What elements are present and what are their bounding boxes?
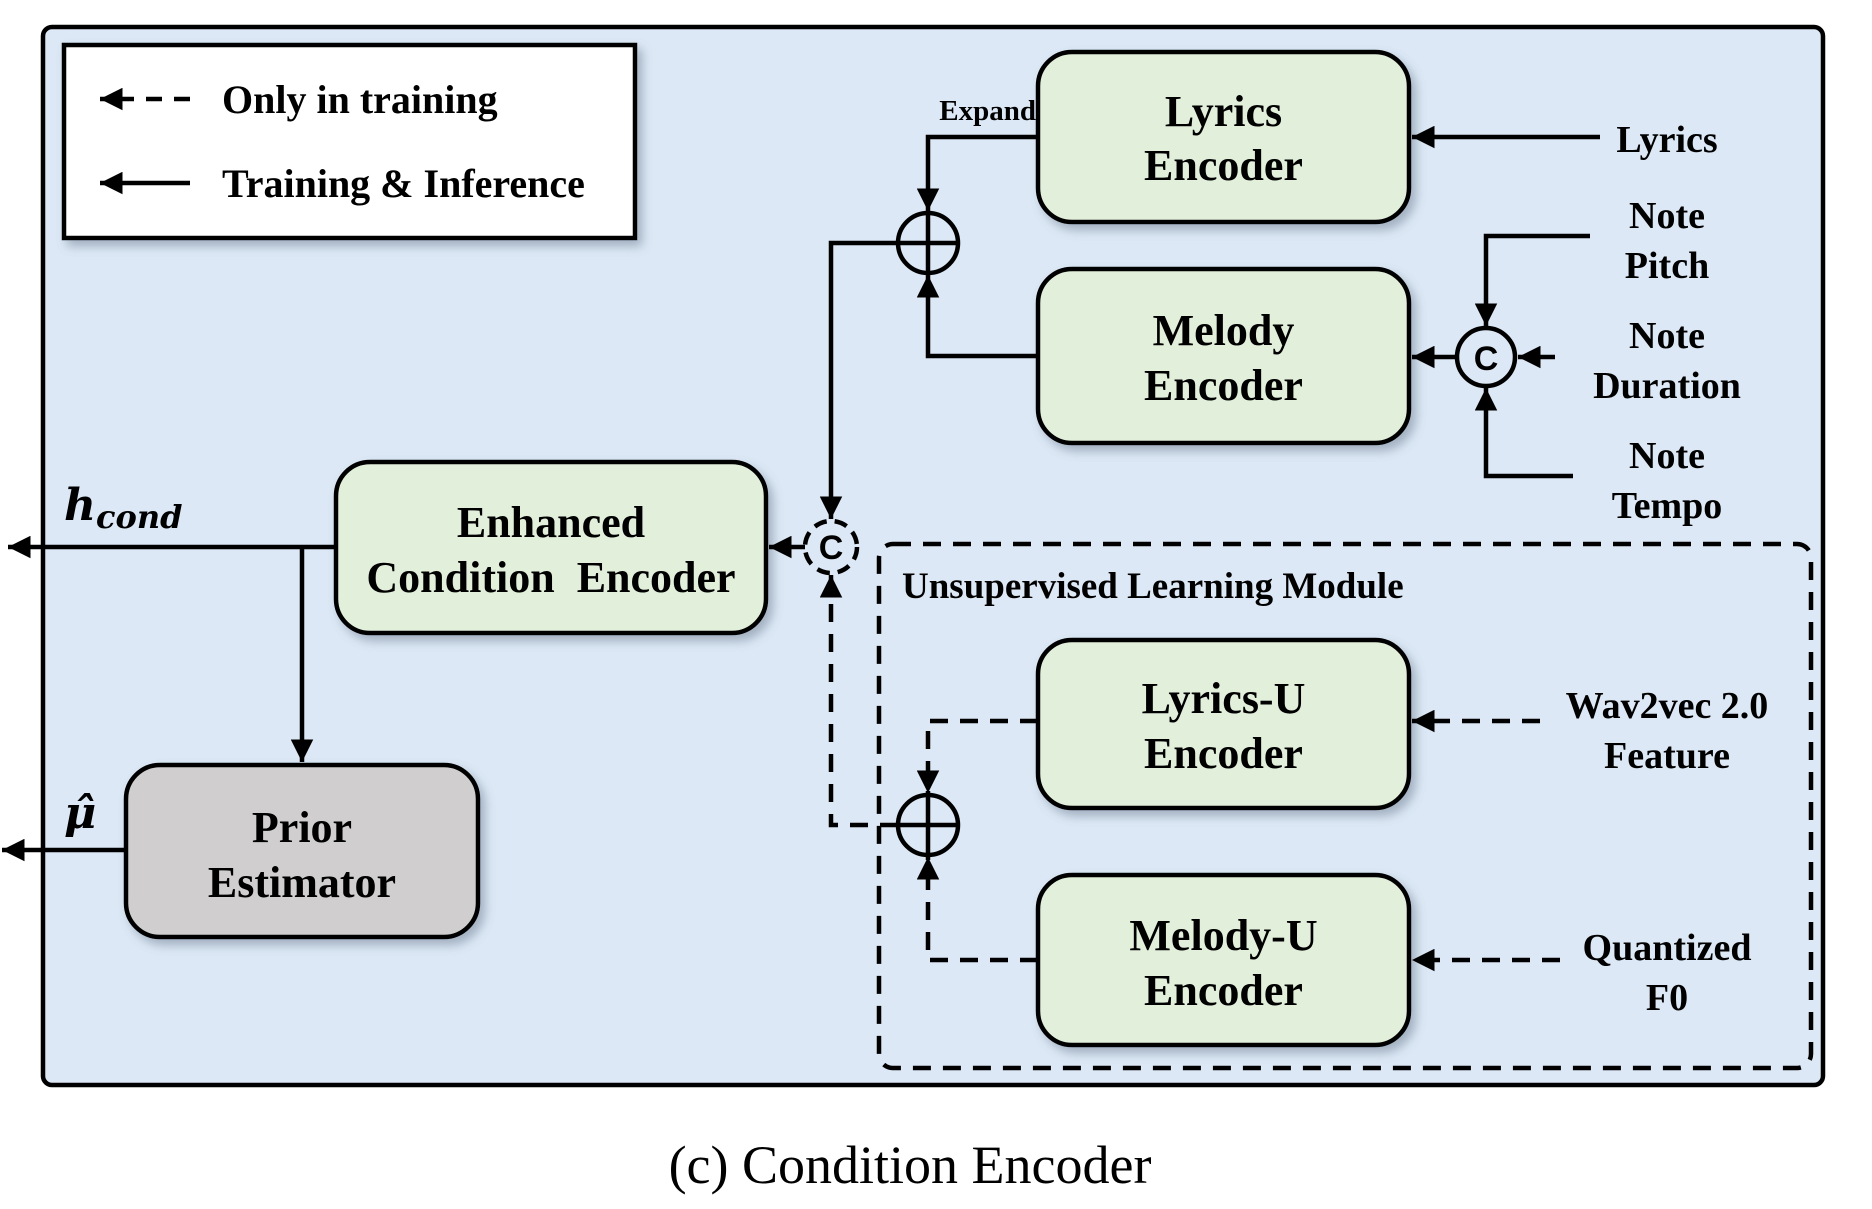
h-cond-label: hcond bbox=[64, 480, 182, 536]
input-note-duration-line2: Duration bbox=[1593, 365, 1741, 407]
input-labels: Lyrics Note Pitch Note Duration Note Tem… bbox=[1566, 119, 1769, 1019]
prior-estimator-line1: Prior bbox=[252, 803, 352, 852]
melody-encoder-line1: Melody bbox=[1153, 306, 1295, 355]
lyrics-encoder-line2: Encoder bbox=[1144, 141, 1303, 190]
prior-estimator-line2: Estimator bbox=[208, 858, 396, 907]
melody-u-encoder-block: Melody-U Encoder bbox=[1035, 872, 1412, 1048]
melody-u-encoder-line2: Encoder bbox=[1144, 966, 1303, 1015]
enhanced-encoder-line2: Condition Encoder bbox=[366, 553, 735, 602]
add-operator-icon-top bbox=[895, 210, 961, 276]
expand-label: Expand bbox=[939, 95, 1036, 127]
input-wav2vec-line2: Feature bbox=[1604, 735, 1730, 777]
input-note-pitch-line2: Pitch bbox=[1625, 245, 1709, 287]
lyrics-encoder-block: Lyrics Encoder bbox=[1035, 49, 1412, 225]
input-note-tempo-line1: Note bbox=[1629, 435, 1705, 477]
concat-symbol: C bbox=[1474, 340, 1499, 378]
enhanced-encoder-line1: Enhanced bbox=[457, 498, 645, 547]
input-quantized-f0-line1: Quantized bbox=[1583, 927, 1752, 969]
legend-label-inference: Training & Inference bbox=[222, 161, 585, 206]
lyrics-encoder-line1: Lyrics bbox=[1165, 87, 1282, 136]
enhanced-condition-encoder-block: Enhanced Condition Encoder bbox=[333, 459, 769, 636]
lyrics-u-encoder-line2: Encoder bbox=[1144, 729, 1303, 778]
unsupervised-add-to-concat-arrow bbox=[819, 575, 898, 828]
add-to-concat-arrow bbox=[819, 240, 898, 519]
input-quantized-f0-line2: F0 bbox=[1646, 977, 1688, 1019]
input-wav2vec-line1: Wav2vec 2.0 bbox=[1566, 685, 1769, 727]
module-title: Unsupervised Learning Module bbox=[902, 566, 1404, 607]
note-tempo-arrow bbox=[1474, 388, 1573, 479]
prior-estimator-block: Prior Estimator bbox=[123, 762, 481, 940]
legend-box bbox=[61, 42, 638, 241]
melody-encoder-block: Melody Encoder bbox=[1035, 266, 1412, 446]
lyrics-u-encoder-block: Lyrics-U Encoder bbox=[1035, 637, 1412, 811]
melody-u-encoder-line1: Melody-U bbox=[1129, 911, 1317, 960]
legend-label-training: Only in training bbox=[222, 77, 498, 122]
lyrics-encoder-to-add-arrow bbox=[916, 134, 1038, 211]
mu-hat-label: μ̂ bbox=[64, 788, 96, 839]
lyrics-u-to-add-arrow bbox=[916, 718, 1038, 793]
input-note-pitch-line1: Note bbox=[1629, 195, 1705, 237]
input-note-duration-line1: Note bbox=[1629, 315, 1705, 357]
module-dashed-border bbox=[876, 541, 1814, 1071]
input-lyrics-label: Lyrics bbox=[1616, 119, 1717, 161]
legend: Only in training Training & Inference bbox=[61, 42, 638, 241]
concat-operator-icon-training: C bbox=[802, 518, 860, 576]
note-pitch-arrow bbox=[1474, 233, 1590, 326]
input-note-tempo-line2: Tempo bbox=[1612, 485, 1723, 527]
melody-encoder-line2: Encoder bbox=[1144, 361, 1303, 410]
unsupervised-learning-module: Unsupervised Learning Module Lyrics-U En… bbox=[876, 541, 1814, 1071]
lyrics-u-encoder-line1: Lyrics-U bbox=[1142, 674, 1306, 723]
melody-u-to-add-arrow bbox=[916, 857, 1038, 963]
concat-symbol-dashed: C bbox=[819, 529, 844, 567]
figure-caption: (c) Condition Encoder bbox=[669, 1135, 1152, 1195]
add-operator-icon-bottom bbox=[895, 792, 961, 858]
melody-encoder-to-add-arrow bbox=[916, 275, 1038, 359]
concat-operator-icon-notes: C bbox=[1454, 325, 1518, 389]
